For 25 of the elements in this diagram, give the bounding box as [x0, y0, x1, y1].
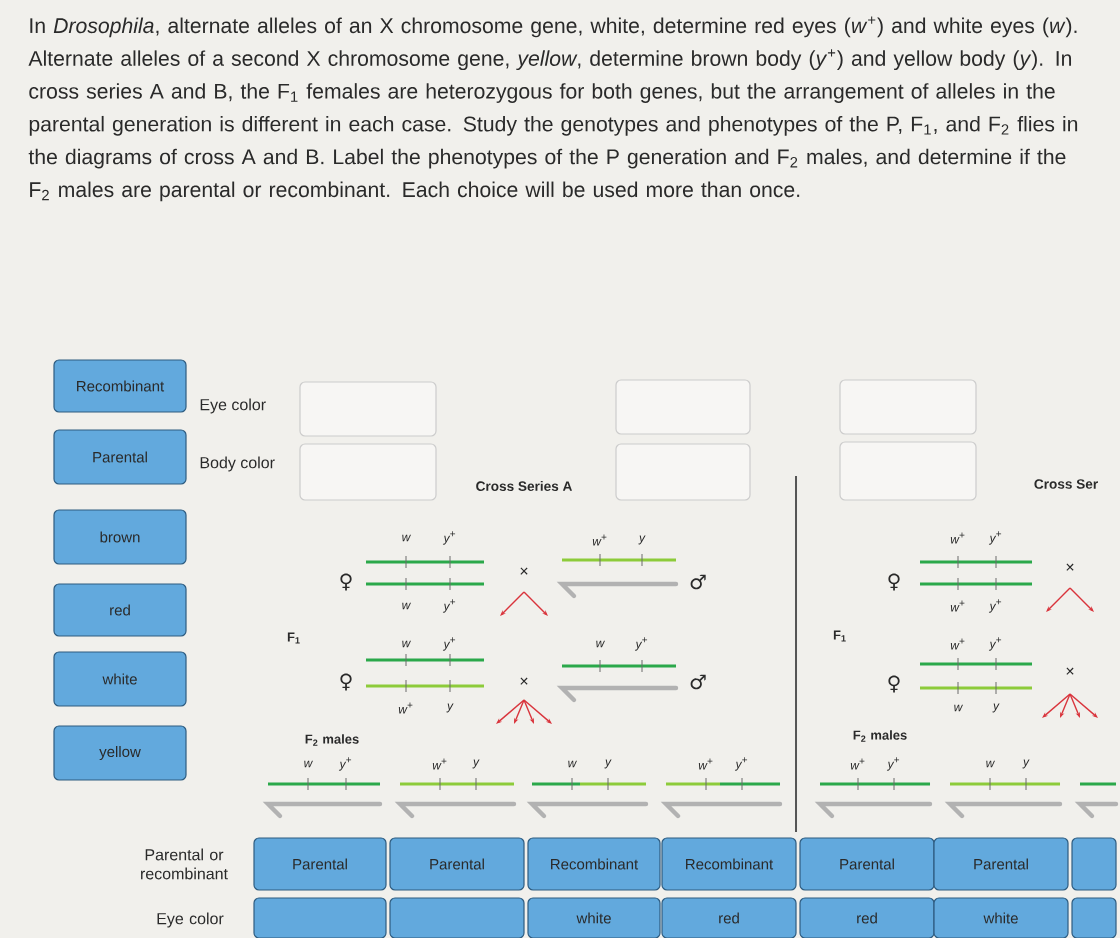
question-text: In Drosophila, alternate alleles of an X chromosome gene, white, determine red eyes (w$^{+}$) and white eyes (w). Alternate alleles of a second X chromosome gene, yellow, determine brown body (y$^{+}$) and yellow body (y). In cross series A and B, the F$_{1}$ females are heterozygous for both genes, but the arrangement of alleles in the parental generation is different in each case. Study the genotypes and phenotypes of the P, F$_{1}$, and F$_{2}$ flies in the diagrams of cross A and B. Label the phenotypes of the P generation and F$_{2}$ males, and determine if the F$_{2}$ males are parental or recombinant. Each choice will be used more than once.	[28, 16, 1078, 202]
cross-sign: ×	[520, 677, 528, 685]
sex-symbol: ♂	[690, 574, 706, 590]
drop-box	[615, 379, 751, 435]
cross-sign: ×	[520, 567, 528, 575]
drop-box	[615, 443, 751, 501]
answer-box	[1071, 897, 1117, 938]
sex-symbol: ♀	[340, 573, 352, 591]
sex-symbol: ♂	[690, 674, 706, 690]
drop-box	[839, 441, 977, 501]
row-label: Body color	[200, 456, 275, 472]
sex-symbol: ♀	[888, 675, 900, 693]
row-label: Parental or recombinant	[141, 848, 228, 880]
cross-sign: ×	[1066, 667, 1074, 675]
drop-box	[839, 379, 977, 435]
sex-symbol: ♀	[340, 673, 352, 691]
row-label: Eye color	[200, 398, 266, 414]
answer-box	[1071, 837, 1117, 891]
answer-box	[389, 897, 525, 938]
row-label: Eye color	[157, 912, 224, 928]
drop-box	[299, 443, 437, 501]
cross-sign: ×	[1066, 563, 1074, 571]
answer-box	[253, 897, 387, 938]
drop-box	[299, 381, 437, 437]
sex-symbol: ♀	[888, 573, 900, 591]
